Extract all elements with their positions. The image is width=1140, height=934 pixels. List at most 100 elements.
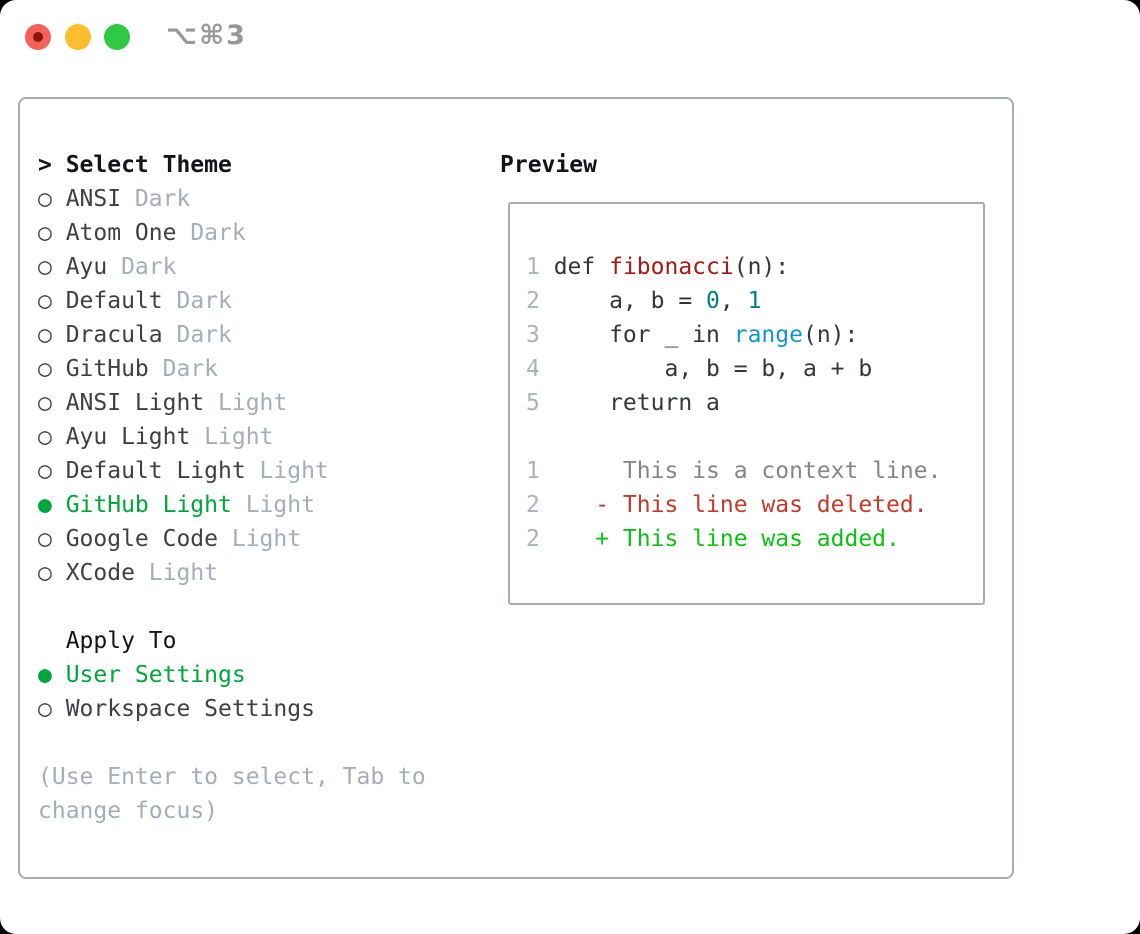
option-label: Google Code (65, 526, 219, 552)
option-label: User Settings (65, 662, 246, 688)
code-segment: This is a context line. (539, 458, 942, 484)
option-label: Ayu (65, 254, 108, 280)
prompt-caret-icon: > (38, 152, 52, 178)
theme-option-atom-one[interactable]: ○ Atom One Dark (38, 216, 426, 250)
blank-line (526, 420, 977, 454)
theme-option-google-code[interactable]: ○ Google Code Light (38, 522, 426, 556)
minimize-button[interactable] (65, 24, 91, 50)
option-label: GitHub (65, 356, 149, 382)
code-segment: , (719, 288, 748, 314)
radio-icon: ○ (38, 390, 52, 416)
radio-icon: ○ (38, 220, 52, 246)
radio-icon: ○ (38, 356, 52, 382)
select-theme-title: Select Theme (65, 152, 232, 178)
variant-label: Dark (162, 356, 219, 382)
spacer (38, 726, 426, 760)
variant-label: Dark (176, 322, 232, 348)
code-segment: (n): (733, 254, 790, 280)
apply-to-option-list: ● User Settings ○ Workspace Settings (38, 658, 426, 726)
option-label: Workspace Settings (65, 696, 315, 722)
hint-line-2: change focus) (38, 798, 219, 824)
option-label: Default (65, 288, 163, 314)
radio-icon: ○ (38, 322, 52, 348)
code-segment: 0 (706, 288, 720, 314)
preview-title: Preview (500, 152, 597, 178)
variant-label: Dark (121, 254, 177, 280)
option-label: GitHub Light (65, 492, 232, 518)
theme-option-github[interactable]: ○ GitHub Dark (38, 352, 426, 386)
code-segment: a, b = (539, 288, 707, 314)
apply-option-workspace-settings[interactable]: ○ Workspace Settings (38, 692, 426, 726)
code-line: 4 a, b = b, a + b (526, 352, 977, 386)
code-segment: 1 (747, 288, 762, 314)
radio-icon: ○ (38, 254, 52, 280)
theme-option-ayu[interactable]: ○ Ayu Dark (38, 250, 426, 284)
line-number: 2 (526, 288, 540, 314)
close-dot-icon (33, 32, 43, 42)
line-number: 3 (526, 322, 540, 348)
code-segment: return a (539, 390, 720, 416)
variant-label: Dark (176, 288, 232, 314)
theme-option-default-light[interactable]: ○ Default Light Light (38, 454, 426, 488)
option-label: Ayu Light (65, 424, 191, 450)
option-label: Dracula (65, 322, 163, 348)
code-segment: - This line was deleted. (539, 492, 928, 518)
maximize-button[interactable] (104, 24, 130, 50)
variant-label: Light (259, 458, 329, 484)
line-number: 2 (526, 492, 540, 518)
variant-label: Dark (190, 220, 246, 246)
code-line: 5 return a (526, 386, 977, 420)
code-segment: def (539, 254, 610, 280)
apply-to-title: Apply To (65, 628, 177, 654)
code-segment: a, b = b, a + b (539, 356, 873, 382)
option-label: Default Light (65, 458, 246, 484)
radio-icon: ○ (38, 186, 52, 212)
radio-icon: ○ (38, 526, 52, 552)
radio-icon: ○ (38, 458, 52, 484)
close-button[interactable] (25, 24, 51, 50)
line-number: 1 (526, 458, 540, 484)
hint-text: (Use Enter to select, Tab to change focu… (38, 760, 426, 828)
theme-option-dracula[interactable]: ○ Dracula Dark (38, 318, 426, 352)
line-number: 4 (526, 356, 540, 382)
variant-label: Light (231, 526, 302, 552)
select-theme-header: > Select Theme (38, 148, 426, 182)
option-label: ANSI (65, 186, 122, 212)
diff-deleted-line: 2 - This line was deleted. (526, 488, 977, 522)
radio-selected-icon: ● (38, 662, 52, 688)
option-label: Atom One (65, 220, 177, 246)
code-line: 2 a, b = 0, 1 (526, 284, 977, 318)
apply-to-header: Apply To (38, 624, 426, 658)
theme-option-ansi[interactable]: ○ ANSI Dark (38, 182, 426, 216)
hint-line-1: (Use Enter to select, Tab to (38, 764, 426, 790)
variant-label: Light (148, 560, 219, 586)
variant-label: Light (204, 424, 274, 450)
line-number: 1 (526, 254, 540, 280)
code-segment: range (733, 322, 803, 348)
option-label: ANSI Light (65, 390, 205, 416)
code-segment: + This line was added. (539, 526, 900, 552)
window-shortcut-label: ⌥⌘3 (166, 20, 247, 51)
apply-option-user-settings[interactable]: ● User Settings (38, 658, 426, 692)
code-segment: for _ in (539, 322, 734, 348)
radio-icon: ○ (38, 696, 52, 722)
spacer (38, 590, 426, 624)
diff-context-line: 1 This is a context line. (526, 454, 977, 488)
variant-label: Dark (134, 186, 191, 212)
code-segment: (n): (802, 322, 859, 348)
variant-label: Light (245, 492, 315, 518)
code-line: 3 for _ in range(n): (526, 318, 977, 352)
code-line: 1 def fibonacci(n): (526, 250, 977, 284)
option-label: XCode (65, 560, 135, 586)
code-segment: fibonacci (609, 254, 734, 280)
diff-added-line: 2 + This line was added. (526, 522, 977, 556)
